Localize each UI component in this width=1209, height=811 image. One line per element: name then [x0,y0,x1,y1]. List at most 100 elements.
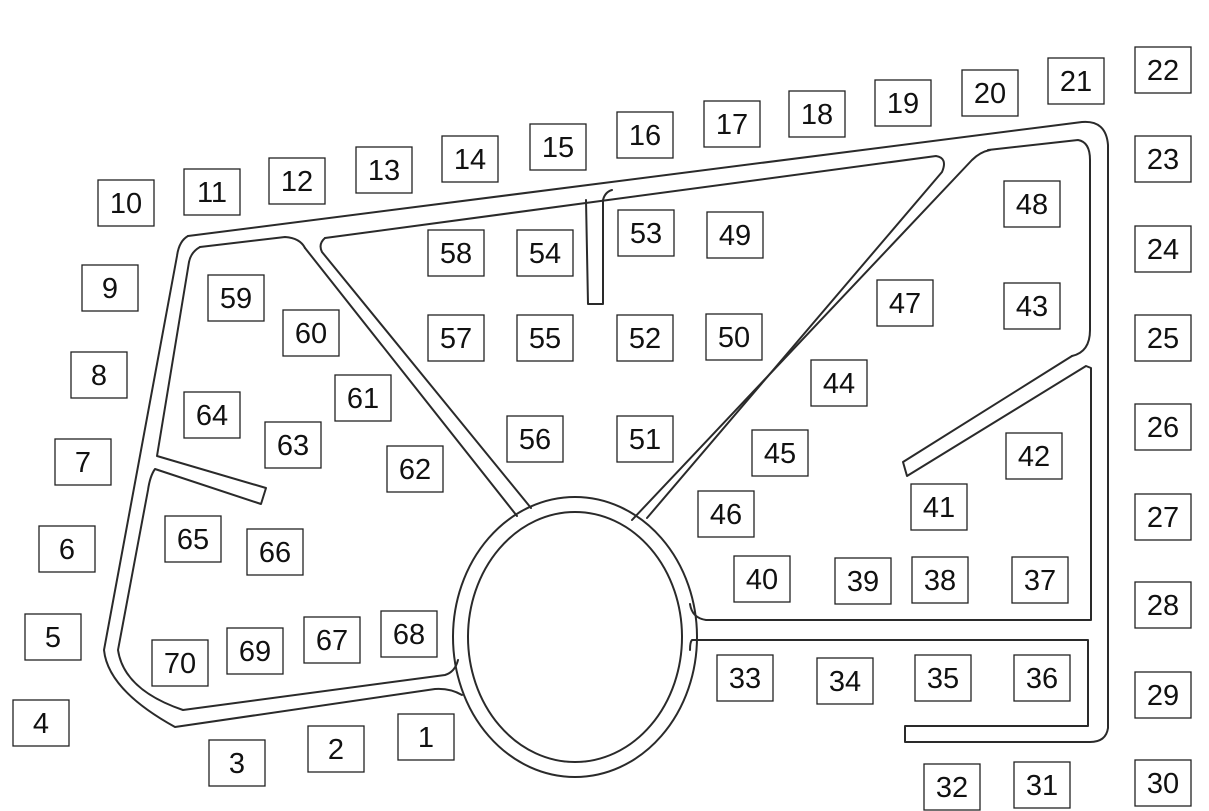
lot-59[interactable]: 59 [207,274,265,322]
lot-11[interactable]: 11 [183,168,241,216]
lot-57[interactable]: 57 [427,314,485,362]
lot-38[interactable]: 38 [911,556,969,604]
lot-number: 68 [393,619,425,651]
lot-box [151,639,209,687]
lot-box [427,229,485,277]
lot-48[interactable]: 48 [1003,180,1061,228]
lot-number: 32 [936,772,968,804]
lot-number: 23 [1147,144,1179,176]
lot-number: 28 [1147,590,1179,622]
lot-61[interactable]: 61 [334,374,392,422]
lot-58[interactable]: 58 [427,229,485,277]
lot-29[interactable]: 29 [1134,671,1192,719]
lot-35[interactable]: 35 [914,654,972,702]
lot-44[interactable]: 44 [810,359,868,407]
lot-box [874,79,932,127]
lot-box [38,525,96,573]
lot-5[interactable]: 5 [24,613,82,661]
lot-number: 70 [164,648,196,680]
lot-62[interactable]: 62 [386,445,444,493]
lot-number: 41 [923,492,955,524]
lot-box [380,610,438,658]
lot-64[interactable]: 64 [183,391,241,439]
lot-32[interactable]: 32 [923,763,981,811]
lot-box [1134,581,1192,629]
lot-10[interactable]: 10 [97,179,155,227]
lot-60[interactable]: 60 [282,309,340,357]
lot-42[interactable]: 42 [1005,432,1063,480]
lot-19[interactable]: 19 [874,79,932,127]
lot-number: 46 [710,499,742,531]
lot-33[interactable]: 33 [716,654,774,702]
lot-21[interactable]: 21 [1047,57,1105,105]
lot-16[interactable]: 16 [616,111,674,159]
lot-1[interactable]: 1 [397,713,455,761]
lot-box [282,309,340,357]
roundabout-inner [467,511,683,763]
lot-36[interactable]: 36 [1013,654,1071,702]
lot-number: 21 [1060,66,1092,98]
lot-30[interactable]: 30 [1134,759,1192,807]
left-road-inner [117,246,459,711]
lot-26[interactable]: 26 [1134,403,1192,451]
lot-69[interactable]: 69 [226,627,284,675]
lot-14[interactable]: 14 [441,135,499,183]
lot-46[interactable]: 46 [697,490,755,538]
lot-box [183,168,241,216]
lot-box [705,313,763,361]
lot-8[interactable]: 8 [70,351,128,399]
lot-2[interactable]: 2 [307,725,365,773]
lot-67[interactable]: 67 [303,616,361,664]
lot-34[interactable]: 34 [816,657,874,705]
lot-box [1134,314,1192,362]
lot-number: 2 [328,734,344,766]
lot-63[interactable]: 63 [264,421,322,469]
lot-22[interactable]: 22 [1134,46,1192,94]
lot-23[interactable]: 23 [1134,135,1192,183]
lot-number: 54 [529,238,561,270]
lot-box [529,123,587,171]
lot-53[interactable]: 53 [617,209,675,257]
lot-39[interactable]: 39 [834,557,892,605]
lot-15[interactable]: 15 [529,123,587,171]
lot-9[interactable]: 9 [81,264,139,312]
lot-20[interactable]: 20 [961,69,1019,117]
lot-box [1047,57,1105,105]
lot-50[interactable]: 50 [705,313,763,361]
lot-51[interactable]: 51 [616,415,674,463]
lot-55[interactable]: 55 [516,314,574,362]
lot-49[interactable]: 49 [706,211,764,259]
lot-13[interactable]: 13 [355,146,413,194]
lot-box [697,490,755,538]
lot-12[interactable]: 12 [268,157,326,205]
lot-17[interactable]: 17 [703,100,761,148]
lot-6[interactable]: 6 [38,525,96,573]
lot-number: 6 [59,534,75,566]
lot-45[interactable]: 45 [751,429,809,477]
lot-66[interactable]: 66 [246,528,304,576]
lot-18[interactable]: 18 [788,90,846,138]
lot-31[interactable]: 31 [1013,761,1071,809]
lot-28[interactable]: 28 [1134,581,1192,629]
lot-number: 1 [418,722,434,754]
lot-40[interactable]: 40 [733,555,791,603]
lot-47[interactable]: 47 [876,279,934,327]
lot-70[interactable]: 70 [151,639,209,687]
lot-56[interactable]: 56 [506,415,564,463]
lot-41[interactable]: 41 [910,483,968,531]
lot-4[interactable]: 4 [12,699,70,747]
lot-3[interactable]: 3 [208,739,266,787]
lot-25[interactable]: 25 [1134,314,1192,362]
lot-54[interactable]: 54 [516,229,574,277]
outer-road-outer-edge [187,120,1109,743]
lot-65[interactable]: 65 [164,515,222,563]
lot-27[interactable]: 27 [1134,493,1192,541]
lot-7[interactable]: 7 [54,438,112,486]
lot-43[interactable]: 43 [1003,282,1061,330]
lot-68[interactable]: 68 [380,610,438,658]
lot-52[interactable]: 52 [616,314,674,362]
lot-37[interactable]: 37 [1011,556,1069,604]
lot-24[interactable]: 24 [1134,225,1192,273]
lot-number: 15 [542,132,574,164]
lot-box [810,359,868,407]
